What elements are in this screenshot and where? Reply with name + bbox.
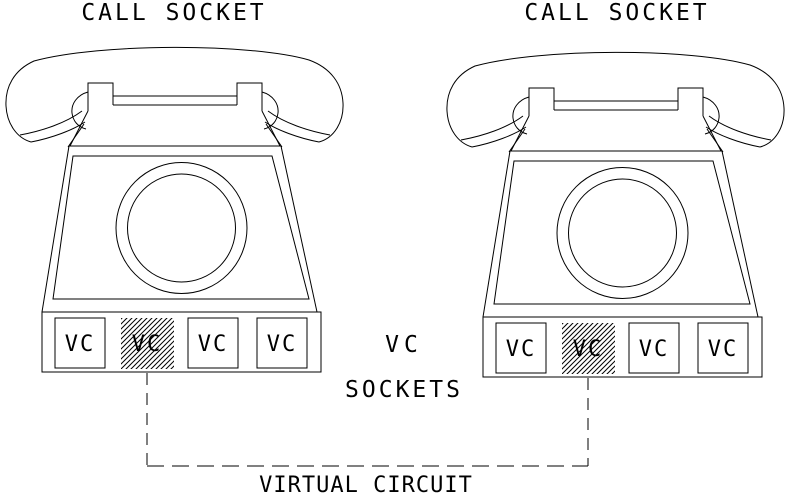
- vc-sockets-legend-line1: VC: [385, 332, 423, 358]
- vc-sockets-legend-line2: SOCKETS: [345, 377, 463, 403]
- cradle-right-cup-arc: [261, 91, 279, 130]
- virtual-circuit-label: VIRTUAL CIRCUIT: [259, 473, 473, 497]
- vc-socket-1-label: VC: [65, 332, 96, 357]
- cradle-right-post: [236, 82, 263, 111]
- handset-right-earcup-rim-upper: [267, 110, 331, 136]
- call-socket-title-right: CALL SOCKET: [524, 0, 709, 26]
- telephone-left: VC VC VC VC: [5, 46, 344, 373]
- handset-outline-icon: [5, 46, 344, 143]
- vc-socket-4-label: VC: [267, 332, 298, 357]
- vc-socket-3-label: VC: [198, 332, 229, 357]
- dial-inner-circle: [127, 173, 236, 283]
- body-left-slope: [41, 145, 70, 313]
- base-rect: [41, 311, 322, 373]
- call-socket-title-left: CALL SOCKET: [81, 0, 266, 26]
- cradle-left-post: [87, 82, 114, 111]
- vc-socket-3: [187, 317, 239, 369]
- telephone-right: [446, 51, 785, 378]
- cradle-right-inner-slope: [265, 123, 283, 148]
- body-right-slope: [280, 145, 318, 313]
- cradle-left-cup-arc: [71, 91, 89, 130]
- body-inner-panel: [52, 155, 310, 300]
- cradle-left-inner-slope: [67, 123, 85, 148]
- dial-outer-circle: [115, 162, 248, 294]
- vc-socket-1: [54, 317, 106, 369]
- handset-left-earcup-rim-upper: [19, 110, 83, 136]
- vc-socket-4: [256, 317, 308, 369]
- vc-socket-2-hatched: [121, 318, 174, 369]
